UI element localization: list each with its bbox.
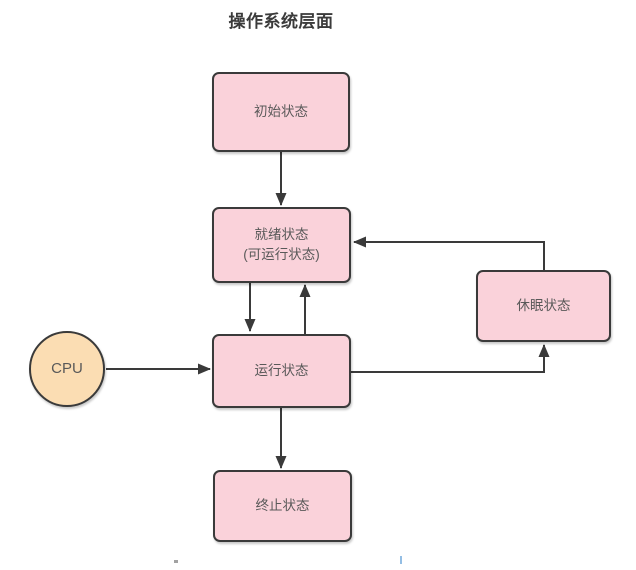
- node-label: 就绪状态: [254, 227, 309, 242]
- canvas-artifact-tick: [400, 556, 402, 564]
- node-label: CPU: [51, 360, 83, 377]
- node-label: 初始状态: [254, 104, 308, 119]
- edge-running-to-sleep: [351, 344, 550, 373]
- node-label: 休眠状态: [516, 298, 571, 313]
- node-sleep-state[interactable]: 休眠状态: [476, 270, 611, 342]
- edge-sleep-to-ready: [353, 236, 545, 270]
- node-cpu[interactable]: CPU: [29, 331, 105, 407]
- node-running-state[interactable]: 运行状态: [212, 334, 351, 408]
- diagram-title: 操作系统层面: [228, 12, 334, 31]
- node-terminated-state[interactable]: 终止状态: [213, 470, 352, 542]
- node-initial-state[interactable]: 初始状态: [212, 72, 350, 152]
- node-ready-state[interactable]: 就绪状态 (可运行状态): [212, 207, 351, 283]
- node-sublabel: (可运行状态): [243, 247, 320, 262]
- canvas-artifact-dot: [174, 560, 178, 563]
- node-label: 终止状态: [255, 498, 310, 513]
- node-label: 运行状态: [254, 363, 309, 378]
